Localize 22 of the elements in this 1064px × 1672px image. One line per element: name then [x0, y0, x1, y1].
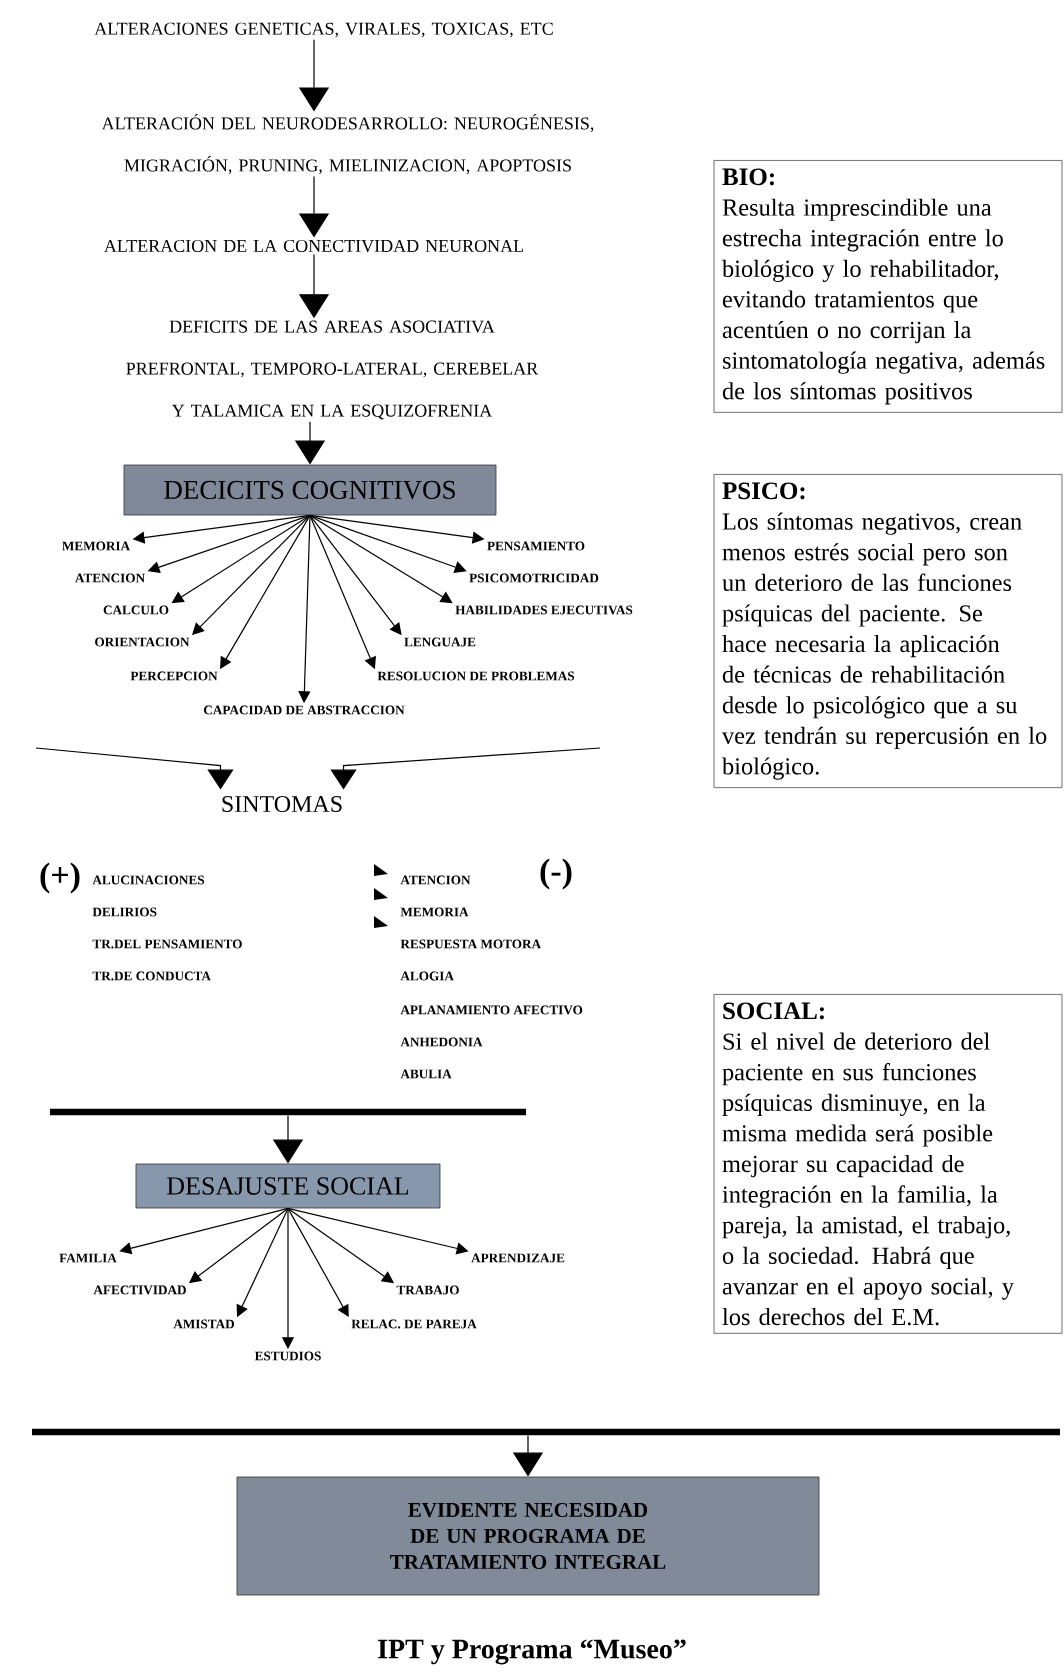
sign-label: (+) [40, 862, 80, 894]
arrow [119, 1207, 289, 1255]
flow-text: ALTERACION DE LA CONECTIVIDAD NEURONAL [104, 239, 523, 253]
collector-bar [50, 1108, 526, 1116]
result-box: EVIDENTE NECESIDAD DE UN PROGRAMA DE TRATAMIENTO INTEGRAL [236, 1476, 820, 1596]
sign-label: (-) [540, 858, 572, 890]
heading-text: SINTOMAS [222, 795, 342, 813]
info-panel: PSICO: Los síntomas negativos, crean menos estrés social pero son un deterioro de las funciones psíquicas del paciente. Se hace necesaria la aplicación de técnicas de rehabilitación desde lo psicológico que a su vez tendrán su repercusión en lo biológico. [713, 474, 1063, 789]
arrow [330, 747, 601, 790]
collector-bar [32, 1428, 1060, 1436]
flow-text: ALTERACIONES GENETICAS, VIRALES, TOXICAS, ETC [94, 22, 553, 38]
caption: IPT y Programa “Museo” [378, 1639, 686, 1665]
process-box: DECICITS COGNITIVOS [123, 464, 497, 516]
arrow [309, 514, 467, 573]
flow-text: ALTERACIÓN DEL NEURODESARROLLO: NEUROGÉNESIS, MIGRACIÓN, PRUNING, MIELINIZACION, APOPTOSIS [101, 113, 594, 175]
arrow [171, 514, 311, 604]
arrow [35, 747, 234, 790]
info-panel: SOCIAL: Si el nivel de deterioro del paciente en sus funciones psíquicas disminuye, en la misma medida será posible mejorar su capacidad de integración en la familia, la pareja, la amistad, el trabajo, o la sociedad. Habrá que avanzar en el apoyo social, y los derechos del E.M. [713, 994, 1063, 1334]
flow-text: DEFICITS DE LAS AREAS ASOCIATIVA PREFRONTAL, TEMPORO-LATERAL, CEREBELAR Y TALAMICA EN LA ESQUIZOFRENIA [126, 320, 539, 420]
process-box: DESAJUSTE SOCIAL [135, 1163, 441, 1209]
info-panel: BIO: Resulta imprescindible una estrecha integración entre lo biológico y lo rehabilitador, evitando tratamientos que acentúen o no corrijan la sintomatología negativa, además de los síntomas positivos [713, 160, 1063, 413]
arrow [309, 514, 453, 604]
